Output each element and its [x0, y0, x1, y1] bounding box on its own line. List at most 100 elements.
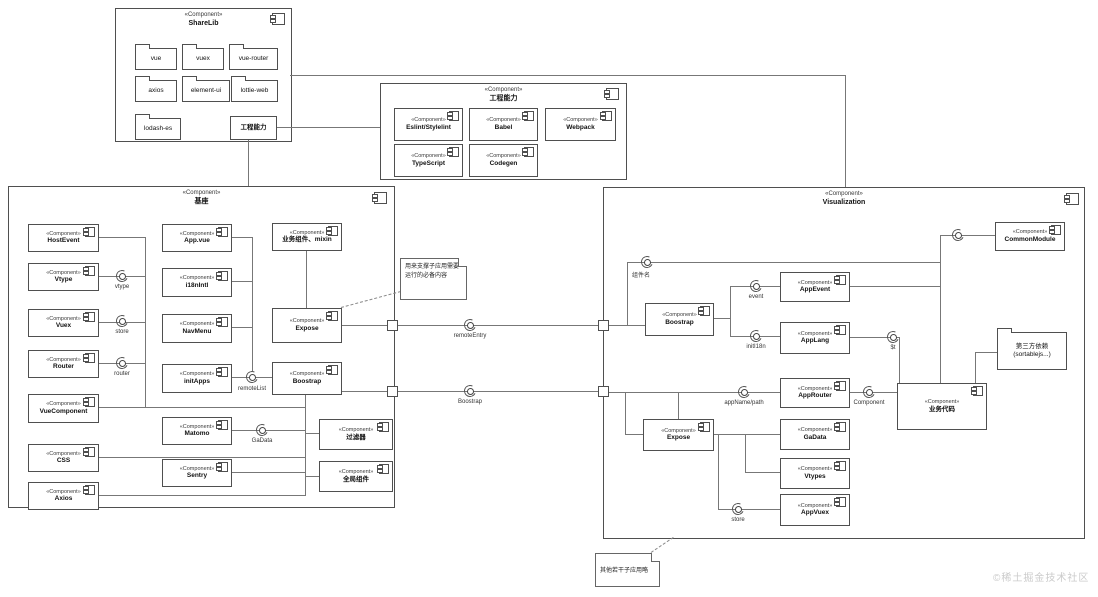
component-icon — [834, 497, 846, 507]
ball-circle — [118, 272, 126, 280]
interface-gadata-label: GaData — [251, 438, 273, 444]
interface-remotelist-label: remoteList — [237, 386, 267, 392]
component-icon — [216, 462, 228, 472]
folder-lottie-web: lottie-web — [231, 76, 278, 102]
viz-component-vtypes: «Component»Vtypes — [780, 458, 850, 489]
port — [598, 386, 609, 397]
edge-line — [848, 392, 897, 393]
edge-line — [97, 237, 145, 238]
edge-line — [97, 457, 305, 458]
edge-line — [627, 262, 628, 325]
component-icon — [834, 381, 846, 391]
interface-compname-label: 组件名 — [631, 273, 651, 279]
component-icon — [1064, 193, 1079, 205]
edge-line — [848, 286, 940, 287]
interface-remotelist-icon — [244, 369, 260, 385]
edge-line — [608, 325, 645, 326]
component-icon — [83, 485, 95, 495]
component-expose-base: «Component»Expose — [272, 308, 342, 343]
interface-compname-icon — [639, 254, 655, 270]
edge-line — [230, 430, 305, 431]
component-filter: «Component»过滤器 — [319, 419, 393, 450]
interface-initi18n-icon — [748, 328, 764, 344]
viz-component-appevent: «Component»AppEvent — [780, 272, 850, 302]
component-vuecomponent: «Component»VueComponent — [28, 394, 99, 423]
edge-line — [340, 391, 387, 392]
interface-router-icon — [114, 355, 130, 371]
component-icon — [377, 422, 389, 432]
edge-line — [625, 392, 626, 434]
component-eslint-stylelint: «Component»Eslint/Stylelint — [394, 108, 463, 141]
box-engineering-ref: 工程能力 — [230, 116, 277, 140]
port — [387, 386, 398, 397]
edge-line — [718, 434, 719, 509]
component-icon — [83, 447, 95, 457]
interface-store-viz-label: store — [731, 517, 745, 523]
interface-t-label: $t — [890, 345, 896, 351]
component-css: «Component»CSS — [28, 444, 99, 472]
edge-line — [975, 352, 997, 353]
note-expose: 用来支撑子应用需要运行的必备内容 — [400, 258, 467, 300]
component-i18nintl: «Component»i18nIntl — [162, 268, 232, 297]
edge-line — [305, 476, 319, 477]
viz-component-bizcode: «Component»业务代码 — [897, 383, 987, 430]
component-navmenu: «Component»NavMenu — [162, 314, 232, 343]
component-icon — [377, 464, 389, 474]
component-matomo: «Component»Matomo — [162, 417, 232, 445]
component-icon — [600, 111, 612, 121]
ball-circle — [740, 388, 748, 396]
edge-line — [305, 433, 319, 434]
component-icon — [698, 306, 710, 316]
component-icon — [270, 13, 285, 25]
component-icon — [447, 147, 459, 157]
note-anchor-dashed-line — [650, 536, 674, 553]
component-icon — [372, 192, 387, 204]
port — [598, 320, 609, 331]
edge-line — [252, 237, 253, 371]
component-icon — [834, 422, 846, 432]
ball-circle — [752, 282, 760, 290]
ball-circle — [954, 231, 962, 239]
component-icon — [216, 420, 228, 430]
edge-line — [678, 392, 679, 419]
edge-line — [718, 509, 780, 510]
component-icon — [216, 227, 228, 237]
component-icon — [216, 367, 228, 377]
component-icon — [326, 311, 338, 321]
interface-remoteentry-icon — [462, 317, 478, 333]
component-business-mixin: «Component»业务组件、mixin — [272, 223, 342, 251]
edge-line — [230, 281, 252, 282]
interface-component-icon — [861, 384, 877, 400]
viz-component-commonmodule: «Component»CommonModule — [995, 222, 1065, 251]
viz-component-expose: «Component»Expose — [643, 419, 714, 451]
component-router: «Component»Router — [28, 350, 99, 378]
edge-line — [975, 352, 976, 383]
edge-remote-entry — [397, 325, 598, 326]
interface-appnamepath-icon — [736, 384, 752, 400]
ball-circle — [118, 359, 126, 367]
viz-folder-thirdparty: 第三方依赖 (sortablejs...) — [997, 328, 1067, 370]
edge-line — [230, 327, 252, 328]
interface-store-label: store — [115, 329, 129, 335]
edge-line — [848, 337, 899, 338]
component-icon — [604, 88, 619, 100]
folder-vuex: vuex — [182, 44, 224, 70]
component-icon — [447, 111, 459, 121]
ball-circle — [889, 333, 897, 341]
component-vtype: «Component»Vtype — [28, 263, 99, 291]
component-webpack: «Component»Webpack — [545, 108, 616, 141]
edge-line — [230, 472, 305, 473]
component-initapps: «Component»initApps — [162, 364, 232, 393]
component-icon — [834, 325, 846, 335]
ball-circle — [258, 426, 266, 434]
component-global: «Component»全局组件 — [319, 461, 393, 492]
folder-axios: axios — [135, 76, 177, 102]
component-icon — [83, 266, 95, 276]
component-icon — [83, 227, 95, 237]
folder-element-ui: element-ui — [182, 76, 230, 102]
folder-lodash-es: lodash-es — [135, 114, 181, 140]
edge-line — [230, 237, 252, 238]
viz-component-gadata: «Component»GaData — [780, 419, 850, 450]
package-header: «Component» Visualization — [822, 191, 866, 206]
component-icon — [326, 365, 338, 375]
